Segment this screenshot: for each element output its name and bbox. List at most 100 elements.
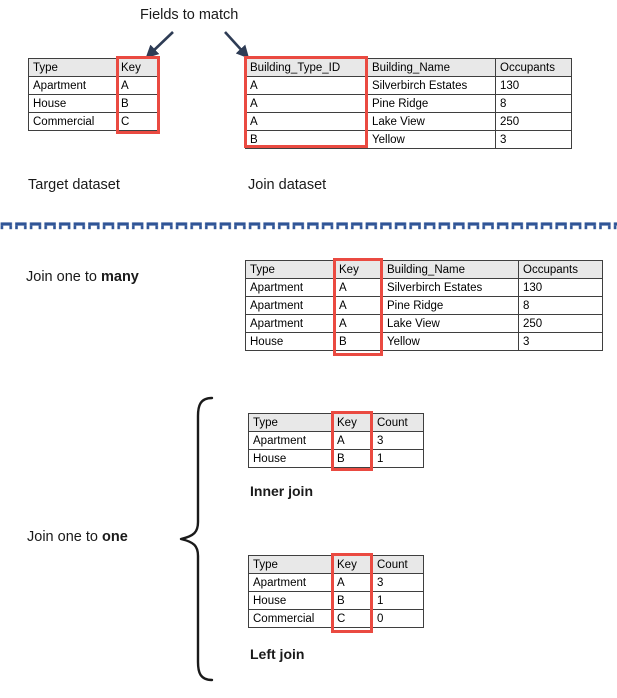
inner-join-result-table: Type Key Count Apartment A 3 House B 1 [248,413,424,468]
join-one-to-many-prefix: Join one to [26,269,101,285]
join-one-to-one-emphasis: one [101,529,128,545]
table-row: Apartment A Silverbirch Estates 130 [245,278,603,297]
table-row: A Lake View 250 [245,112,572,131]
cell-occupants: 3 [495,130,572,149]
table-row: Commercial C [28,112,159,131]
column-header: Type [28,58,117,77]
cell-building-type-id: A [245,76,368,95]
cell-building-type-id: A [245,94,368,113]
arrow-to-join-key-icon [224,31,250,59]
table-row: A Silverbirch Estates 130 [245,76,572,95]
cell-key: A [332,573,373,592]
column-header: Type [248,555,333,574]
one-to-many-result-table: Type Key Building_Name Occupants Apartme… [245,260,603,351]
column-header: Building_Name [367,58,496,77]
cell-occupants: 130 [495,76,572,95]
cell-type: Apartment [248,573,333,592]
cell-count: 0 [372,609,424,628]
cell-building-name: Silverbirch Estates [367,76,496,95]
cell-key: A [334,314,383,333]
cell-type: Commercial [248,609,333,628]
fields-to-match-label: Fields to match [140,7,239,23]
cell-building-name: Silverbirch Estates [382,278,519,297]
cell-key: A [334,296,383,315]
cell-occupants: 250 [518,314,603,333]
table-row: Apartment A [28,76,159,95]
cell-count: 3 [372,431,424,450]
table-header-row: Type Key [28,58,159,77]
table-row: Commercial C 0 [248,609,424,628]
join-one-to-one-brace [179,396,214,682]
cell-key: B [332,449,373,468]
inner-join-caption: Inner join [250,483,313,499]
cell-occupants: 8 [495,94,572,113]
table-header-row: Type Key Count [248,413,424,432]
table-row: Apartment A 3 [248,431,424,450]
column-header: Key [332,555,373,574]
cell-type: House [28,94,117,113]
cell-occupants: 250 [495,112,572,131]
cell-key: C [332,609,373,628]
cell-building-type-id: B [245,130,368,149]
cell-occupants: 3 [518,332,603,351]
cell-building-name: Pine Ridge [382,296,519,315]
column-header: Key [116,58,159,77]
table-row: B Yellow 3 [245,130,572,149]
table-row: House B Yellow 3 [245,332,603,351]
table-row: Apartment A Lake View 250 [245,314,603,333]
join-one-to-many-emphasis: many [100,269,139,285]
cell-key: C [116,112,159,131]
table-row: A Pine Ridge 8 [245,94,572,113]
cell-count: 1 [372,591,424,610]
table-row: Apartment A 3 [248,573,424,592]
table-header-row: Building_Type_ID Building_Name Occupants [245,58,572,77]
cell-building-name: Lake View [367,112,496,131]
left-join-caption: Left join [250,646,305,662]
cell-building-name: Lake View [382,314,519,333]
cell-type: Apartment [245,314,335,333]
target-dataset-caption: Target dataset [28,177,120,193]
table-header-row: Type Key Building_Name Occupants [245,260,603,279]
join-one-to-one-prefix: Join one to [27,529,102,545]
column-header: Type [245,260,335,279]
column-header: Building_Type_ID [245,58,368,77]
column-header: Key [332,413,373,432]
cell-type: House [245,332,335,351]
column-header: Count [372,413,424,432]
table-row: House B 1 [248,449,424,468]
cell-key: B [334,332,383,351]
left-join-result-table: Type Key Count Apartment A 3 House B 1 C… [248,555,424,628]
table-header-row: Type Key Count [248,555,424,574]
join-one-to-one-label: Join one to one [27,530,128,545]
cell-key: B [116,94,159,113]
cell-count: 1 [372,449,424,468]
cell-building-name: Pine Ridge [367,94,496,113]
cell-type: Apartment [245,296,335,315]
cell-type: Apartment [28,76,117,95]
cell-type: Apartment [248,431,333,450]
cell-key: A [332,431,373,450]
cell-count: 3 [372,573,424,592]
table-row: House B 1 [248,591,424,610]
cell-type: House [248,449,333,468]
column-header: Occupants [518,260,603,279]
table-row: House B [28,94,159,113]
cell-occupants: 8 [518,296,603,315]
target-dataset-table: Type Key Apartment A House B Commercial … [28,58,159,131]
join-one-to-many-label: Join one to many [26,270,139,285]
cell-occupants: 130 [518,278,603,297]
column-header: Count [372,555,424,574]
column-header: Key [334,260,383,279]
cell-key: B [332,591,373,610]
table-row: Apartment A Pine Ridge 8 [245,296,603,315]
arrow-to-target-key-icon [145,31,174,59]
cell-building-name: Yellow [367,130,496,149]
join-dataset-caption: Join dataset [248,177,327,193]
cell-type: Apartment [245,278,335,297]
section-divider [0,219,617,233]
cell-building-type-id: A [245,112,368,131]
cell-key: A [116,76,159,95]
column-header: Building_Name [382,260,519,279]
cell-building-name: Yellow [382,332,519,351]
cell-type: Commercial [28,112,117,131]
